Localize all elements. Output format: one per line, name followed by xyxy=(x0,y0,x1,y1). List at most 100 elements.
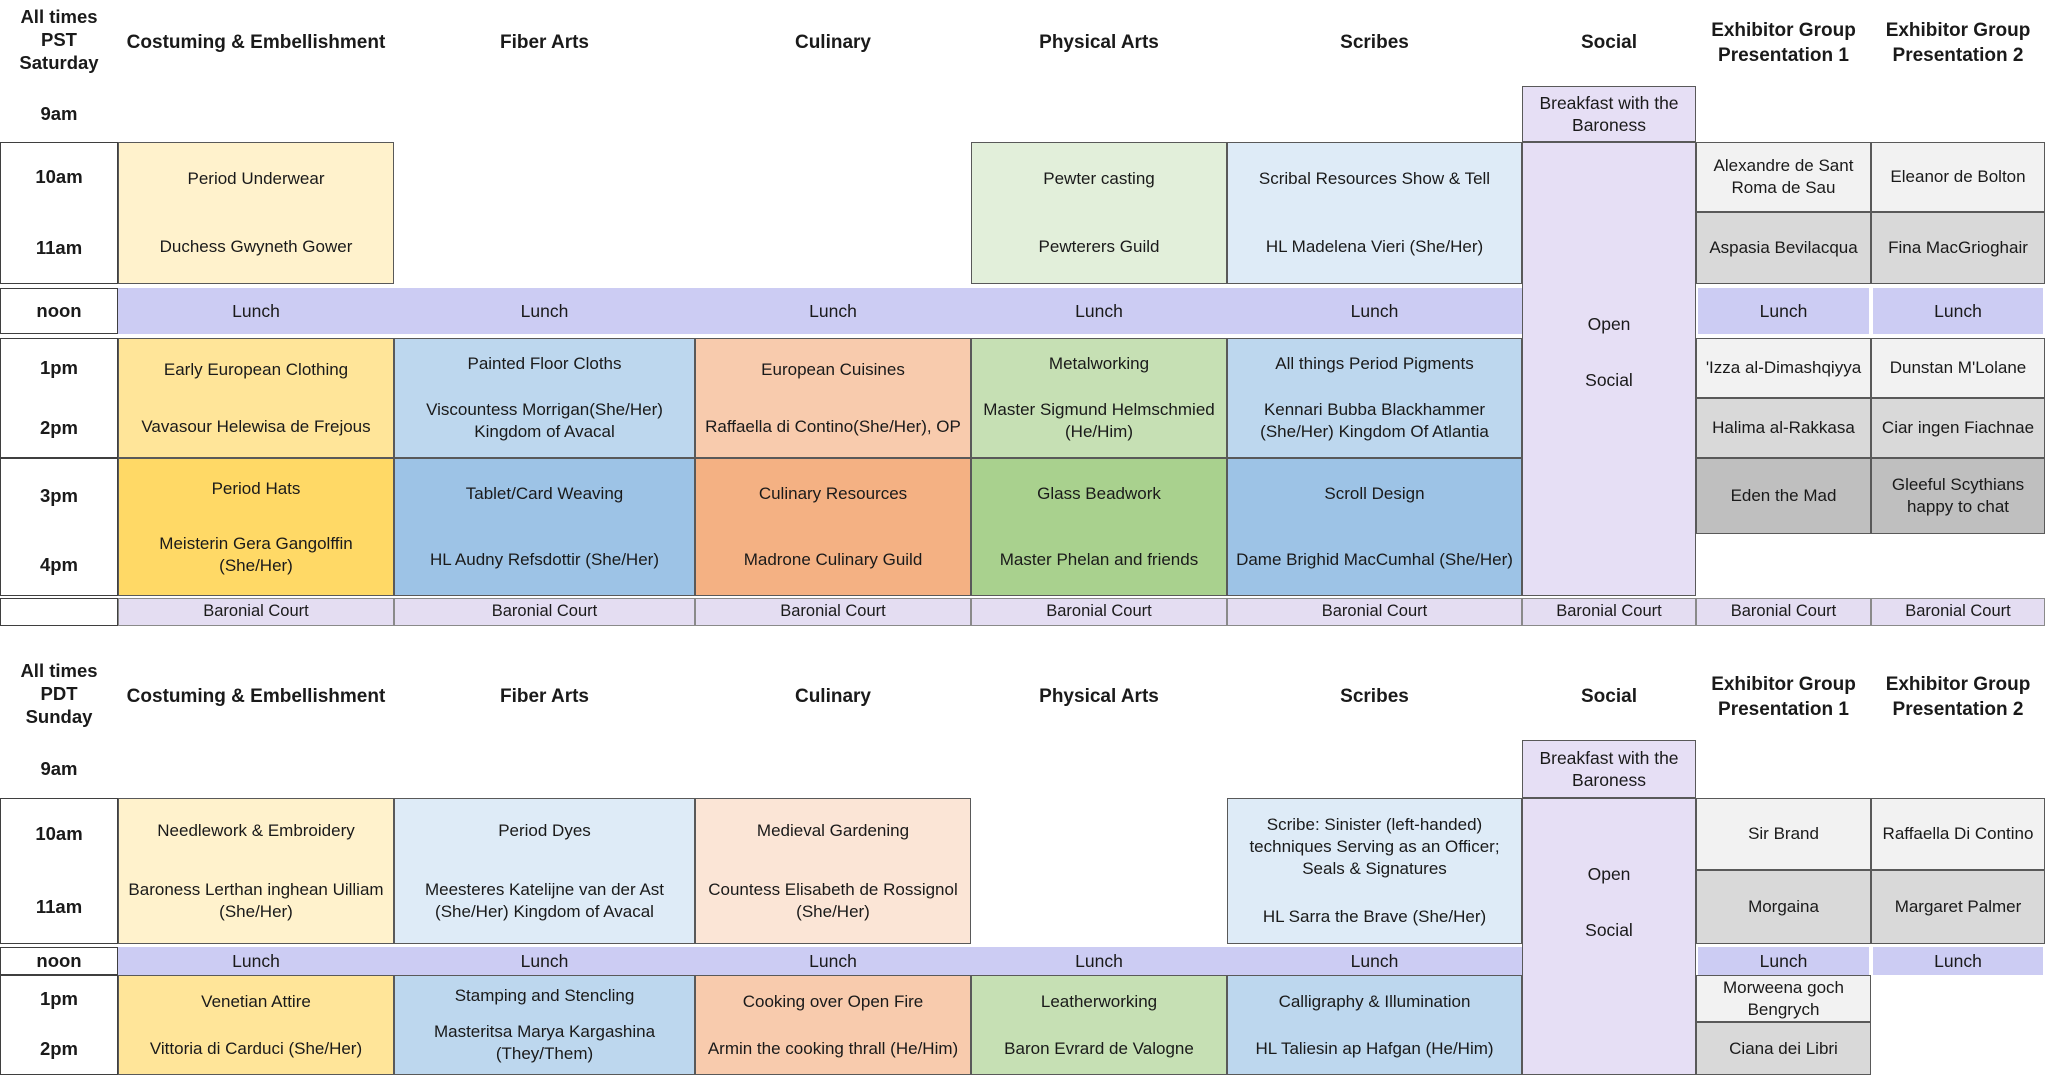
event-presenter: Duchess Gwyneth Gower xyxy=(159,237,353,257)
event-title: All things Period Pigments xyxy=(1275,354,1474,374)
cell-label: Baronial Court xyxy=(203,602,309,621)
day-time-note: Saturday xyxy=(19,52,99,73)
time-label: noon xyxy=(36,300,82,321)
lunch-cell: Lunch xyxy=(1227,288,1522,334)
event-title: Stamping and Stencling xyxy=(454,986,635,1006)
time-label: 1pm xyxy=(39,987,79,1009)
event-title: Pewter casting xyxy=(1043,169,1155,189)
cell-label: Eden the Mad xyxy=(1730,486,1837,506)
cell-label: Lunch xyxy=(520,950,569,971)
lunch-cell: Lunch xyxy=(971,947,1227,975)
event-presenter: Madrone Culinary Guild xyxy=(743,550,923,570)
event-title: Scroll Design xyxy=(1324,484,1425,504)
time-label: 9am xyxy=(40,758,78,779)
column-header: Exhibitor Group Presentation 1 xyxy=(1711,673,1856,720)
lunch-cell: Lunch xyxy=(118,288,394,334)
lunch-cell: Lunch xyxy=(1227,947,1522,975)
cell-label: Dunstan M'Lolane xyxy=(1889,358,2027,378)
event-title: Medieval Gardening xyxy=(756,820,910,840)
cell-label: Baronial Court xyxy=(1321,602,1428,621)
baronial-court-cell: Baronial Court xyxy=(971,598,1227,626)
cell-label: Lunch xyxy=(1934,950,1982,971)
event-presenter: Countess Elisabeth de Rossignol (She/Her… xyxy=(708,879,958,921)
event-presenter: Baroness Lerthan inghean Uilliam (She/He… xyxy=(128,879,384,921)
event-presenter: Armin the cooking thrall (He/Him) xyxy=(707,1038,959,1058)
event-presenter: Meisterin Gera Gangolffin (She/Her) xyxy=(159,533,353,575)
cell-label: Lunch xyxy=(809,950,857,971)
event-title: Open xyxy=(1587,314,1631,334)
exhibitor-cell: Alexandre de Sant Roma de Sau xyxy=(1696,142,1871,212)
column-header: Scribes xyxy=(1340,686,1409,708)
column-header: Culinary xyxy=(794,32,872,54)
exhibitor-cell: Raffaella Di Contino xyxy=(1871,798,2045,870)
cell-label: Breakfast with the Baroness xyxy=(1539,92,1679,135)
cell-label: Lunch xyxy=(809,300,857,321)
baronial-court-cell: Baronial Court xyxy=(1522,598,1696,626)
lunch-cell: Lunch xyxy=(118,947,394,975)
cell-label: Lunch xyxy=(520,300,569,321)
event-title: Calligraphy & Illumination xyxy=(1278,991,1471,1011)
time-label: 2pm xyxy=(39,1037,79,1059)
event-presenter: Masteritsa Marya Kargashina (They/Them) xyxy=(433,1022,656,1064)
cell-label: Raffaella Di Contino xyxy=(1882,824,2034,844)
baronial-court-cell: Baronial Court xyxy=(695,598,971,626)
exhibitor-cell: Halima al-Rakkasa xyxy=(1696,398,1871,458)
cell-label: Gleeful Scythians happy to chat xyxy=(1891,475,2025,516)
event-presenter: Master Sigmund Helmschmied (He/Him) xyxy=(983,400,1215,442)
cell-label: Morgaina xyxy=(1748,897,1819,917)
event-title: Venetian Attire xyxy=(201,991,311,1011)
event-presenter: Kennari Bubba Blackhammer (She/Her) King… xyxy=(1260,400,1489,442)
event-cell: Scribe: Sinister (left-handed) technique… xyxy=(1227,798,1522,944)
event-presenter: Viscountess Morrigan(She/Her) Kingdom of… xyxy=(426,400,663,442)
event-title: Needlework & Embroidery xyxy=(157,820,355,840)
cell-label: Baronial Court xyxy=(1046,602,1152,621)
event-presenter: Meesteres Katelijne van der Ast (She/Her… xyxy=(424,879,665,921)
time-gutter-border xyxy=(0,975,118,1075)
exhibitor-cell: 'Izza al-Dimashqiyya xyxy=(1696,338,1871,398)
event-presenter: Pewterers Guild xyxy=(1038,237,1160,257)
cell-label: Lunch xyxy=(1934,300,1982,321)
cell-label: Lunch xyxy=(1350,300,1399,321)
event-presenter: Vittoria di Carduci (She/Her) xyxy=(149,1038,363,1058)
cell-label: Baronial Court xyxy=(1730,602,1837,621)
time-gutter-border xyxy=(0,598,118,626)
lunch-cell: Lunch xyxy=(394,947,695,975)
column-header: Fiber Arts xyxy=(499,32,590,54)
cell-label: Baronial Court xyxy=(491,602,598,621)
breakfast-cell: Breakfast with the Baroness xyxy=(1522,86,1696,142)
event-title: Scribal Resources Show & Tell xyxy=(1258,169,1491,189)
time-label: 9am xyxy=(40,103,78,124)
lunch-cell: Lunch xyxy=(971,288,1227,334)
event-title: Period Underwear xyxy=(187,169,325,189)
baronial-court-cell: Baronial Court xyxy=(1696,598,1871,626)
cell-label: Lunch xyxy=(1075,300,1123,321)
event-title: Metalworking xyxy=(1048,354,1150,374)
cell-label: Fina MacGrioghair xyxy=(1888,238,2028,258)
exhibitor-cell: Dunstan M'Lolane xyxy=(1871,338,2045,398)
time-label: 10am xyxy=(35,823,83,844)
time-gutter-border xyxy=(0,142,118,284)
event-presenter: Raffaella di Contino(She/Her), OP xyxy=(705,416,961,436)
cell-label: Lunch xyxy=(232,950,280,971)
event-title: Scribe: Sinister (left-handed) technique… xyxy=(1249,815,1500,878)
event-title: Tablet/Card Weaving xyxy=(465,484,624,504)
column-header: Exhibitor Group Presentation 2 xyxy=(1885,673,2031,720)
time-label: 11am xyxy=(35,896,83,917)
lunch-cell: Lunch xyxy=(1698,947,1869,975)
cell-label: Eleanor de Bolton xyxy=(1890,167,2026,187)
event-title: Culinary Resources xyxy=(758,484,908,504)
